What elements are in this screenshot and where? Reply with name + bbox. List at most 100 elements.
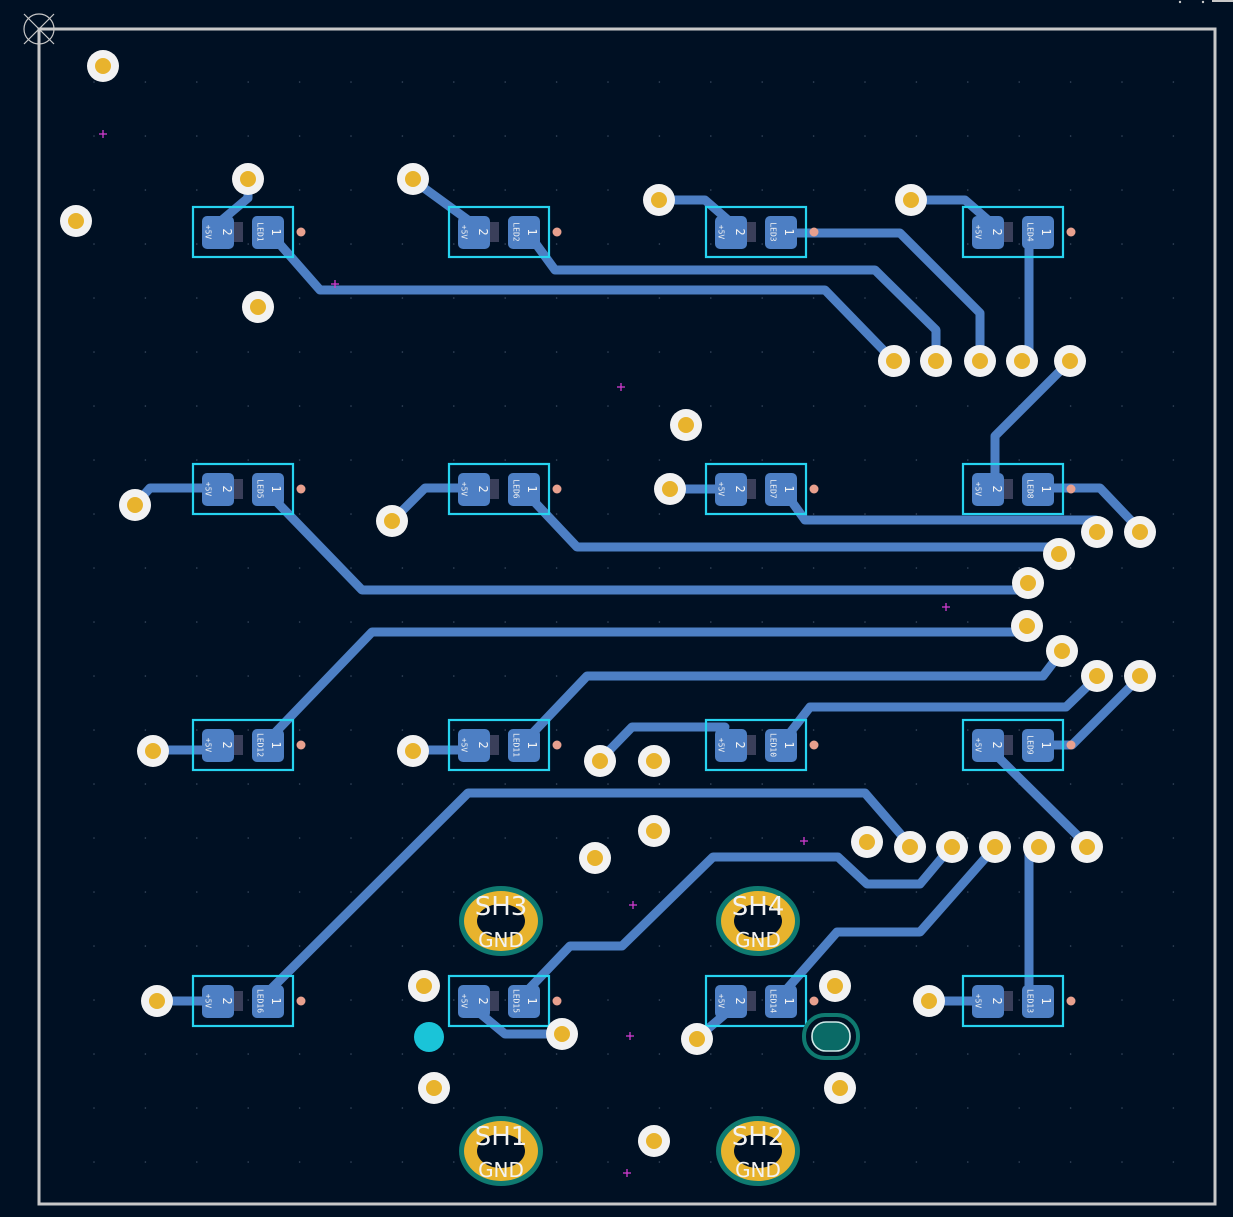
via[interactable] <box>643 184 675 216</box>
test-pad[interactable] <box>552 227 562 237</box>
via[interactable] <box>654 473 686 505</box>
via[interactable] <box>824 1072 856 1104</box>
test-pad[interactable] <box>1066 740 1076 750</box>
led-pad-2[interactable] <box>202 729 234 762</box>
via[interactable] <box>546 1018 578 1050</box>
test-pad[interactable] <box>1066 996 1076 1006</box>
test-pad[interactable] <box>552 740 562 750</box>
led-pad-1[interactable] <box>1022 985 1054 1018</box>
test-pad[interactable] <box>1066 227 1076 237</box>
led-pad-1[interactable] <box>508 216 540 249</box>
led-pad-1[interactable] <box>252 985 284 1018</box>
led-pad-2[interactable] <box>458 473 490 506</box>
via[interactable] <box>1124 516 1156 548</box>
test-pad[interactable] <box>296 484 306 494</box>
led-pad-2[interactable] <box>202 985 234 1018</box>
led-pad-1[interactable] <box>252 729 284 762</box>
via[interactable] <box>397 163 429 195</box>
via[interactable] <box>87 50 119 82</box>
via[interactable] <box>1043 538 1075 570</box>
via[interactable] <box>60 205 92 237</box>
via[interactable] <box>141 985 173 1017</box>
via[interactable] <box>1071 831 1103 863</box>
via[interactable] <box>137 735 169 767</box>
led-pad-2[interactable] <box>715 985 747 1018</box>
via[interactable] <box>920 345 952 377</box>
led-pad-2[interactable] <box>715 729 747 762</box>
led-pad-2[interactable] <box>972 473 1004 506</box>
led-pad-2[interactable] <box>715 216 747 249</box>
via[interactable] <box>913 985 945 1017</box>
via[interactable] <box>1012 567 1044 599</box>
led-pad-1[interactable] <box>508 729 540 762</box>
led-pad-1[interactable] <box>252 473 284 506</box>
test-pad[interactable] <box>809 740 819 750</box>
via[interactable] <box>1054 345 1086 377</box>
via[interactable] <box>397 735 429 767</box>
led-pad-1[interactable] <box>765 216 797 249</box>
led-pad-2[interactable] <box>458 729 490 762</box>
led-pad-1[interactable] <box>1022 216 1054 249</box>
via[interactable] <box>119 489 151 521</box>
via[interactable] <box>1046 635 1078 667</box>
led-pad-1[interactable] <box>765 985 797 1018</box>
via[interactable] <box>964 345 996 377</box>
led-pad-2[interactable] <box>715 473 747 506</box>
via[interactable] <box>1011 610 1043 642</box>
led-pad-2[interactable] <box>458 216 490 249</box>
via[interactable] <box>895 184 927 216</box>
via[interactable] <box>681 1023 713 1055</box>
led-pad-2[interactable] <box>972 729 1004 762</box>
via[interactable] <box>1023 831 1055 863</box>
led-pad-1[interactable] <box>1022 473 1054 506</box>
led-pad-1[interactable] <box>508 473 540 506</box>
led-pad-2[interactable] <box>202 473 234 506</box>
via[interactable] <box>1006 345 1038 377</box>
via[interactable] <box>670 409 702 441</box>
led-pad-1[interactable] <box>252 216 284 249</box>
via[interactable] <box>418 1072 450 1104</box>
led-pad-1[interactable] <box>508 985 540 1018</box>
via[interactable] <box>376 505 408 537</box>
test-pad[interactable] <box>1066 484 1076 494</box>
test-pad[interactable] <box>296 740 306 750</box>
led-pad-1[interactable] <box>1022 729 1054 762</box>
via[interactable] <box>851 826 883 858</box>
test-pad[interactable] <box>552 484 562 494</box>
via[interactable] <box>878 345 910 377</box>
led-pad-2[interactable] <box>458 985 490 1018</box>
led-pad-2[interactable] <box>972 985 1004 1018</box>
led-pad-2[interactable] <box>972 216 1004 249</box>
test-pad[interactable] <box>809 484 819 494</box>
via[interactable] <box>936 831 968 863</box>
via[interactable] <box>232 163 264 195</box>
via[interactable] <box>979 831 1011 863</box>
via[interactable] <box>894 831 926 863</box>
test-pad[interactable] <box>296 996 306 1006</box>
via[interactable] <box>579 842 611 874</box>
test-pad[interactable] <box>296 227 306 237</box>
via[interactable] <box>1081 660 1113 692</box>
via[interactable] <box>242 291 274 323</box>
via[interactable] <box>638 1125 670 1157</box>
led-pad-2[interactable] <box>202 216 234 249</box>
via[interactable] <box>819 970 851 1002</box>
test-pad[interactable] <box>552 996 562 1006</box>
via[interactable] <box>1081 516 1113 548</box>
led-pad-1[interactable] <box>765 729 797 762</box>
